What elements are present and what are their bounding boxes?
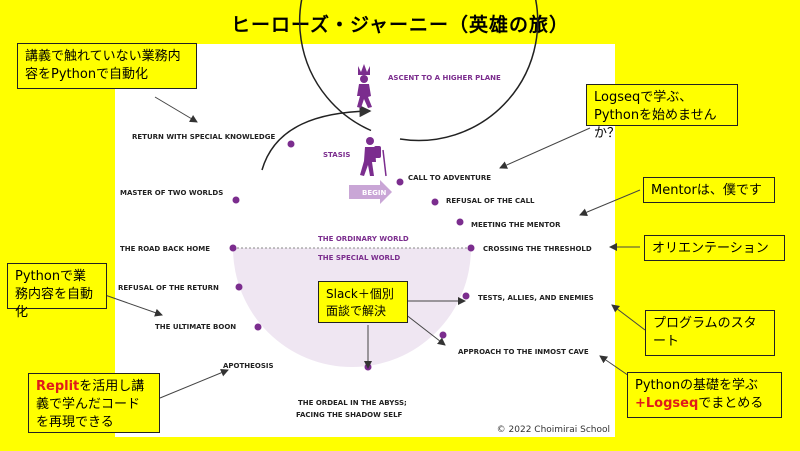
journey-circle — [298, 0, 539, 142]
callout-slack: Slack＋個別面談で解決 — [318, 281, 408, 323]
callout-python-basics: Pythonの基礎を学ぶ +Logseqでまとめる — [627, 372, 782, 418]
stage-ultimate-boon: THE ULTIMATE BOON — [155, 323, 236, 331]
stage-refusal-return: REFUSAL OF THE RETURN — [118, 284, 219, 292]
basics-logseq-highlight: +Logseq — [635, 396, 699, 411]
stage-ordeal-line-1: THE ORDEAL IN THE ABYSS; — [298, 399, 407, 407]
hiker-hero-icon — [360, 137, 387, 177]
callout-mentor: Mentorは、僕です — [643, 177, 775, 203]
stage-return-knowledge: RETURN WITH SPECIAL KNOWLEDGE — [132, 133, 275, 141]
stage-call-to-adventure: CALL TO ADVENTURE — [408, 174, 491, 182]
stage-master-two-worlds: MASTER OF TWO WORLDS — [120, 189, 223, 197]
crowned-hero-icon — [357, 64, 372, 108]
dot-refusal-return — [235, 283, 243, 291]
callout-logseq-python: Logseqで学ぶ、Pythonを始めませんか？ — [586, 84, 738, 141]
slide-title: ヒーローズ・ジャーニー（英雄の旅） — [230, 14, 570, 36]
stage-road-back: THE ROAD BACK HOME — [120, 245, 210, 253]
dot-return-knowledge — [287, 140, 295, 148]
dot-call-to-adventure — [396, 178, 404, 186]
ascent-label: ASCENT TO A HIGHER PLANE — [388, 74, 501, 82]
dot-master-two-worlds — [232, 196, 240, 204]
stage-meeting-mentor: MEETING THE MENTOR — [471, 221, 561, 229]
ascent-arc — [261, 105, 372, 171]
replit-highlight: Replit — [36, 379, 80, 394]
basics-text: Pythonの基礎を学ぶ — [635, 378, 759, 393]
begin-arrow — [349, 180, 392, 204]
dot-meeting-mentor — [456, 218, 464, 226]
callout-replit: Replitを活用し講義で学んだコードを再現できる — [28, 373, 160, 433]
copyright: © 2022 Choimirai School — [496, 425, 610, 435]
stage-ordeal-line-2: FACING THE SHADOW SELF — [296, 411, 403, 419]
special-world-label: THE SPECIAL WORLD — [318, 254, 400, 262]
callout-program-start: プログラムのスタート — [645, 310, 775, 356]
stage-refusal-of-call: REFUSAL OF THE CALL — [446, 197, 535, 205]
stage-apotheosis: APOTHEOSIS — [223, 362, 274, 370]
stage-dots — [229, 140, 475, 371]
stage-tests-allies: TESTS, ALLIES, AND ENEMIES — [478, 294, 594, 302]
stage-crossing-threshold: CROSSING THE THRESHOLD — [483, 245, 592, 253]
dot-road-back — [229, 244, 237, 252]
dot-crossing-threshold — [467, 244, 475, 252]
dot-refusal-of-call — [431, 198, 439, 206]
stage-approach-cave: APPROACH TO THE INMOST CAVE — [458, 348, 589, 356]
basics-text-end: でまとめる — [698, 396, 764, 411]
dot-apotheosis — [254, 323, 262, 331]
ordinary-world-label: THE ORDINARY WORLD — [318, 235, 409, 243]
dot-approach-cave — [439, 331, 447, 339]
begin-label: BEGIN — [362, 189, 386, 197]
dot-tests-allies — [462, 292, 470, 300]
callout-automate-lecture: 講義で触れていない業務内容をPythonで自動化 — [17, 43, 197, 89]
callout-arrows — [104, 96, 646, 399]
callout-orientation: オリエンテーション — [644, 235, 785, 261]
callout-python-automation: Pythonで業務内容を自動化 — [7, 263, 107, 320]
replit-text: を活用し講義で学んだコードを再現できる — [36, 379, 145, 430]
special-world-area — [233, 248, 471, 367]
stasis-label: STASIS — [323, 151, 350, 159]
